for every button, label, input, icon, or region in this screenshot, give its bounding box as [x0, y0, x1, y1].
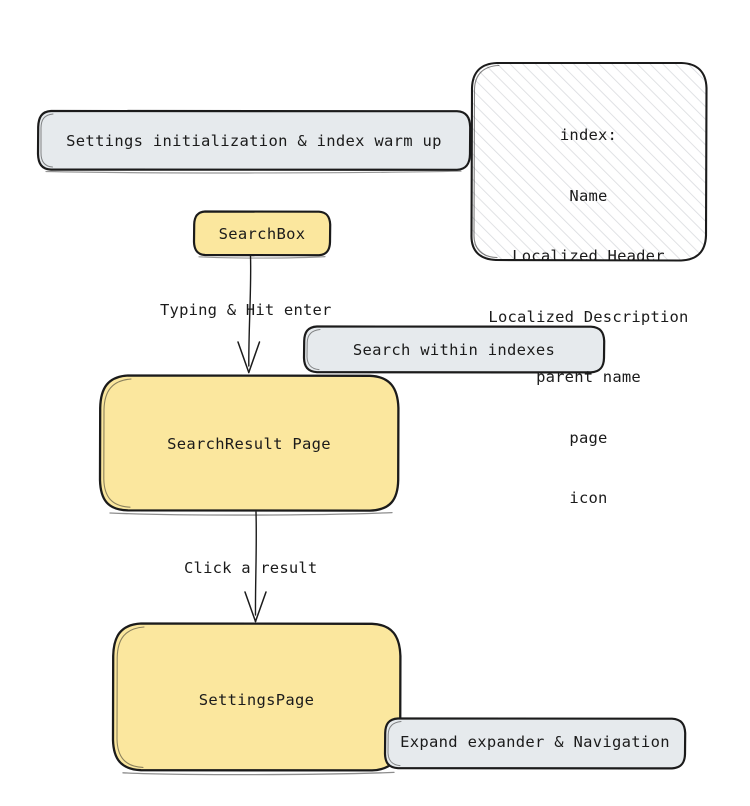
node-settings-page: [111, 622, 402, 776]
node-search-within-indexes: [302, 325, 606, 374]
edge-searchbox-to-result: [237, 255, 261, 374]
node-settings-init: [36, 109, 472, 174]
node-search-result-page: [98, 374, 400, 516]
node-index-schema: [470, 61, 708, 262]
edge-label-typing-hit-enter: Typing & Hit enter: [160, 301, 332, 319]
node-expand-expander: [383, 717, 687, 770]
edge-label-click-a-result: Click a result: [184, 559, 318, 577]
node-search-box: [192, 210, 332, 259]
edge-result-to-settings: [244, 511, 267, 623]
